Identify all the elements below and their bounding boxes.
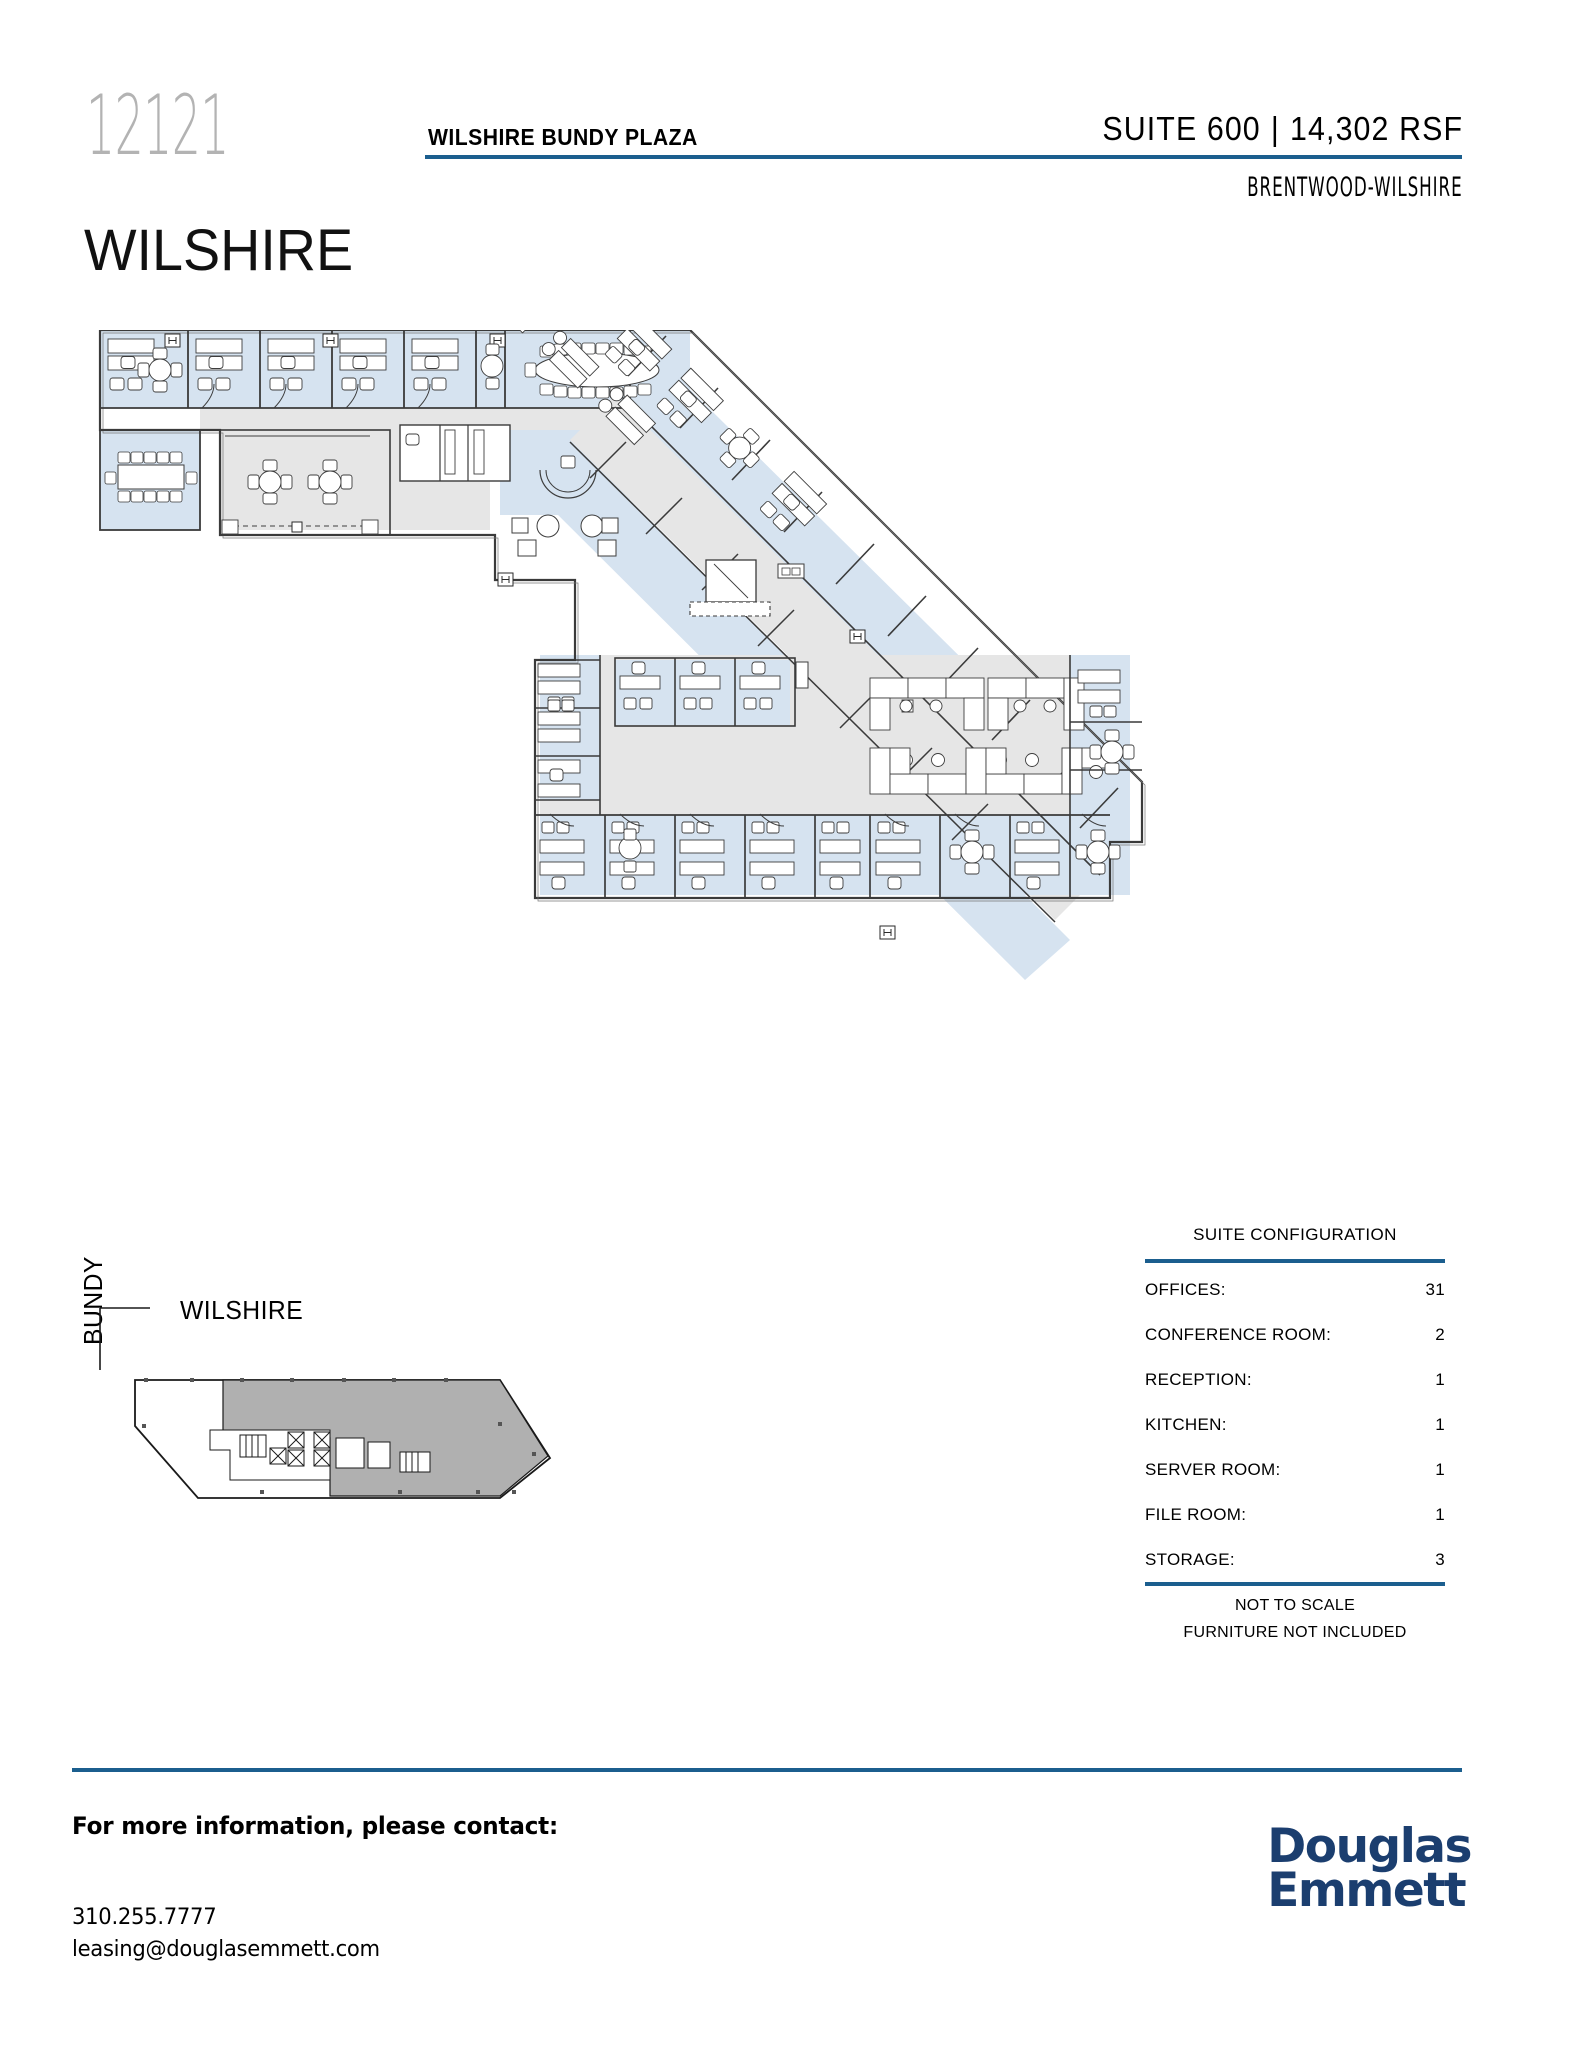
suite-summary: SUITE 600|14,302 RSF [1102,110,1463,148]
floorplan-drawing [70,330,1510,1090]
open-work-area-west [219,429,391,536]
config-value: 3 [1435,1550,1445,1569]
contact-heading: For more information, please contact: [72,1812,559,1840]
config-label: FILE ROOM: [1145,1505,1247,1524]
config-value: 1 [1435,1370,1445,1389]
config-label: STORAGE: [1145,1550,1235,1569]
config-label: CONFERENCE ROOM: [1145,1325,1332,1344]
office-row-north [100,330,630,409]
keymap-street-label-wilshire: WILSHIRE [180,1295,304,1325]
config-label: SERVER ROOM: [1145,1460,1281,1479]
cubicle-cluster-upper [869,677,1085,731]
footer-divider-rule [72,1768,1462,1772]
kitchen-counter [777,563,805,579]
config-label: OFFICES: [1145,1280,1226,1299]
config-bottom-rule [1145,1582,1445,1586]
suite-divider: | [1270,110,1280,147]
office-column-southeast [1069,655,1142,815]
submarket-label: BRENTWOOD-WILSHIRE [1247,172,1463,203]
config-value: 1 [1435,1415,1445,1434]
table-row: OFFICES: 31 [1145,1267,1445,1312]
config-title: SUITE CONFIGURATION [1193,1225,1397,1244]
config-footnote-scale: NOT TO SCALE [1234,1597,1356,1614]
building-core-stair [689,559,771,617]
office-furniture-south-interior [619,661,809,710]
building-name: WILSHIRE [84,218,354,283]
table-row: CONFERENCE ROOM: 2 [1145,1312,1445,1357]
table-row: SERVER ROOM: 1 [1145,1447,1445,1492]
table-row: STORAGE: 3 [1145,1537,1445,1582]
office-row-south-interior [614,657,796,727]
config-value: 31 [1425,1280,1445,1299]
conference-room-west [99,429,201,531]
office-furniture-southwest [537,663,581,798]
logo-line-douglas: Douglas [1267,1819,1472,1874]
office-furniture-northeast [602,330,828,541]
suite-number: SUITE 600 [1102,110,1261,147]
office-furniture-south [539,821,1121,890]
config-value: 2 [1435,1325,1445,1344]
config-row-list: OFFICES: 31 CONFERENCE ROOM: 2 RECEPTION… [1145,1263,1445,1582]
office-column-southwest [535,655,601,815]
keymap-diagram [80,1290,600,1580]
property-name: WILSHIRE BUNDY PLAZA [428,124,698,150]
table-row: RECEPTION: 1 [1145,1357,1445,1402]
config-value: 1 [1435,1505,1445,1524]
keymap-leader-line [99,1307,150,1370]
config-top-rule [1145,1259,1445,1263]
table-row: FILE ROOM: 1 [1145,1492,1445,1537]
reception-desk [539,455,597,499]
office-row-south [535,814,1110,898]
config-footnote-furniture: FURNITURE NOT INCLUDED [1183,1624,1407,1641]
door-swings [201,383,1107,827]
workstation-cluster-diagonal [493,330,896,940]
perimeter-wall-shadow [102,332,1146,902]
suite-rsf: 14,302 RSF [1289,110,1463,147]
config-label: RECEPTION: [1145,1370,1252,1389]
config-value: 1 [1435,1460,1445,1479]
core-restrooms [399,424,511,482]
config-label: KITCHEN: [1145,1415,1227,1434]
building-number: 12121 [86,77,229,175]
keymap-column-markers [142,1378,536,1494]
lounge-seating [497,514,619,587]
suite-configuration-panel: SUITE CONFIGURATION OFFICES: 31 CONFEREN… [1145,1225,1445,1642]
douglas-emmett-logo: Douglas Emmett [1267,1819,1472,1919]
page-header: 12121 WILSHIRE WILSHIRE BUNDY PLAZA SUIT… [0,0,1583,280]
keymap-core-detail [209,1429,431,1481]
contact-phone[interactable]: 310.255.7777 [72,1905,217,1930]
header-divider-rule [425,155,1462,159]
contact-email[interactable]: leasing@douglasemmett.com [72,1937,380,1962]
cubicle-cluster-lower [869,747,1113,795]
table-row: KITCHEN: 1 [1145,1402,1445,1447]
logo-line-emmett: Emmett [1267,1863,1466,1919]
